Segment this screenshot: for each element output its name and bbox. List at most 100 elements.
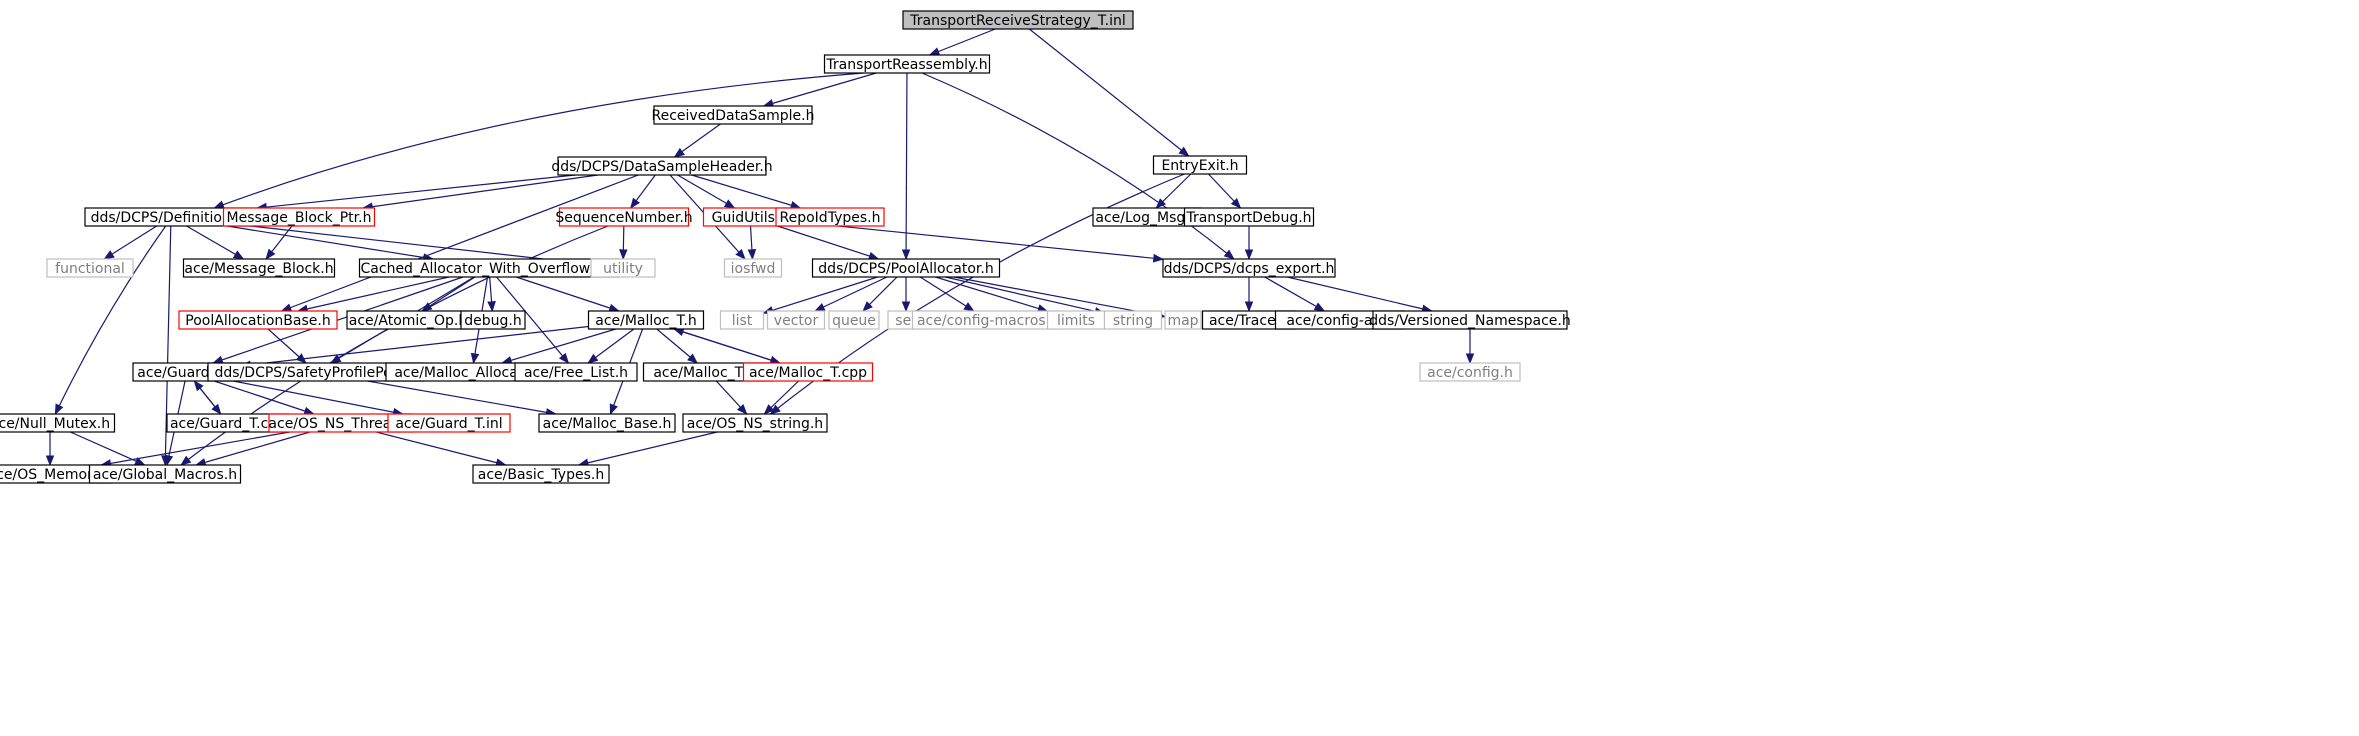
node-ace-atomic-op-h[interactable]: ace/Atomic_Op.h: [346, 310, 470, 330]
node-dds-dcps-safetyprofilepool-h[interactable]: dds/DCPS/SafetyProfilePool.h: [207, 362, 425, 382]
node-debug-h[interactable]: debug.h: [460, 310, 526, 330]
edge-transportreassembly-h-to-dds-dcps-definitions-h: [213, 72, 864, 209]
edge-transportreassembly-h-to-dds-dcps-poolallocator-h: [901, 72, 911, 261]
edge-poolallocationbase-h-to-dds-dcps-safetyprofilepool-h: [267, 328, 307, 364]
node-ace-free-list-h[interactable]: ace/Free_List.h: [514, 362, 638, 382]
edge-transportreceivestrategy-t-inl-to-transportreassembly-h: [928, 28, 996, 56]
edge-ace-malloc-t-h-to-ace-free-list-h: [587, 328, 635, 364]
node-ace-guard-t-inl[interactable]: ace/Guard_T.inl: [387, 413, 511, 433]
node-box: [557, 156, 767, 176]
node-guidutils-h[interactable]: GuidUtils.h: [702, 207, 798, 227]
node-box: [472, 464, 610, 484]
node-ace-malloc-t-cpp[interactable]: ace/Malloc_T.cpp: [742, 362, 874, 382]
node-label: ace/Free_List.h: [524, 365, 628, 381]
node-label: ace/Null_Mutex.h: [0, 416, 110, 432]
edge-cached-allocator-with-overflow-t-h-to-ace-free-list-h: [496, 276, 570, 364]
node-dds-versioned-namespace-h[interactable]: dds/Versioned_Namespace.h: [1369, 310, 1571, 330]
node-box: [682, 413, 828, 433]
edge-ace-malloc-t-h-to-ace-malloc-t-inl: [656, 328, 699, 364]
edge-dds-dcps-poolallocator-h-to-string: [945, 276, 1106, 316]
node-cached-allocator-with-overflow-t-h[interactable]: Cached_Allocator_With_Overflow_T.h: [358, 258, 620, 278]
edge-cached-allocator-with-overflow-t-h-to-ace-malloc-t-h: [515, 276, 620, 313]
node-utility: utility: [590, 258, 656, 278]
node-label: queue: [832, 313, 876, 329]
node-repoidtypes-h[interactable]: RepoIdTypes.h: [775, 207, 885, 227]
node-label: set: [895, 313, 917, 329]
edge-dds-dcps-definitions-h-to-ace-null-mutex-h: [54, 225, 167, 415]
node-dds-dcps-definitions-h[interactable]: dds/DCPS/Definitions.h: [84, 207, 258, 227]
node-ace-malloc-t-h[interactable]: ace/Malloc_T.h: [587, 310, 705, 330]
edge-dds-dcps-datasampleheader-h-to-guidutils-h: [677, 174, 736, 209]
node-label: ace/Guard_T.cpp: [170, 416, 286, 432]
node-dds-dcps-dcps-export-h[interactable]: dds/DCPS/dcps_export.h: [1162, 258, 1336, 278]
node-label: ace/Malloc_T.h: [595, 313, 697, 329]
edge-dds-dcps-datasampleheader-h-to-repoidtypes-h: [691, 174, 802, 210]
node-poolallocationbase-h[interactable]: PoolAllocationBase.h: [178, 310, 338, 330]
edge-layer: [45, 28, 1475, 468]
edge-dds-dcps-definitions-h-to-utility: [250, 225, 593, 268]
edge-entryexit-h-to-transportdebug-h: [1208, 173, 1242, 209]
node-box: [178, 310, 338, 330]
node-vector: vector: [766, 310, 826, 330]
node-box: [1103, 310, 1163, 330]
node-ace-os-ns-thread-h[interactable]: ace/OS_NS_Thread.h: [268, 413, 414, 433]
node-label: map: [1167, 313, 1198, 329]
node-transportreceivestrategy-t-inl[interactable]: TransportReceiveStrategy_T.inl: [902, 10, 1134, 30]
edge-ace-os-ns-string-h-to-ace-basic-types-h: [577, 431, 718, 467]
node-ace-malloc-base-h[interactable]: ace/Malloc_Base.h: [538, 413, 676, 433]
edge-guidutils-h-to-dds-dcps-dcps-export-h: [796, 221, 1165, 263]
node-box: [719, 310, 765, 330]
node-label: TransportReceiveStrategy_T.inl: [909, 13, 1125, 29]
node-label: vector: [774, 313, 819, 329]
edge-dds-dcps-definitions-h-to-functional: [103, 225, 158, 260]
node-ace-trace-h[interactable]: ace/Trace.h: [1201, 310, 1297, 330]
edge-dds-dcps-definitions-h-to-ace-message-block-h: [186, 225, 245, 260]
edge-dds-dcps-poolallocator-h-to-list: [762, 276, 878, 315]
node-label: ace/Malloc_T.inl: [653, 365, 762, 381]
node-label: TransportReassembly.h: [825, 57, 987, 73]
node-label: ace/Malloc_Allocator.h: [394, 365, 549, 381]
node-ace-global-macros-h[interactable]: ace/Global_Macros.h: [88, 464, 242, 484]
node-ace-log-msg-h[interactable]: ace/Log_Msg.h: [1092, 207, 1202, 227]
node-box: [1152, 155, 1248, 175]
node-label: ace/Global_Macros.h: [93, 467, 237, 483]
node-ace-null-mutex-h[interactable]: ace/Null_Mutex.h: [0, 413, 116, 433]
node-label: iosfwd: [731, 261, 776, 277]
node-label: SequenceNumber.h: [555, 210, 692, 226]
edge-dds-dcps-dcps-export-h-to-ace-config-all-h: [1264, 276, 1326, 312]
node-label: string: [1113, 313, 1153, 329]
node-box: [587, 310, 705, 330]
node-message-block-ptr-h[interactable]: Message_Block_Ptr.h: [222, 207, 376, 227]
node-label: dds/DCPS/SafetyProfilePool.h: [215, 365, 418, 381]
node-box: [775, 207, 885, 227]
node-ace-guard-t-cpp[interactable]: ace/Guard_T.cpp: [166, 413, 290, 433]
node-dds-dcps-poolallocator-h[interactable]: dds/DCPS/PoolAllocator.h: [811, 258, 1001, 278]
node-box: [460, 310, 526, 330]
node-ace-os-ns-string-h[interactable]: ace/OS_NS_string.h: [682, 413, 828, 433]
node-iosfwd: iosfwd: [723, 258, 783, 278]
edge-guidutils-h-to-dds-dcps-poolallocator-h: [777, 225, 880, 261]
node-label: dds/DCPS/DataSampleHeader.h: [551, 159, 772, 175]
node-label: functional: [55, 261, 125, 277]
node-label: dds/Versioned_Namespace.h: [1369, 313, 1570, 329]
node-receiveddatasample-h[interactable]: ReceivedDataSample.h: [652, 105, 815, 125]
edge-guidutils-h-to-iosfwd: [747, 225, 757, 261]
node-sequencenumber-h[interactable]: SequenceNumber.h: [555, 207, 693, 227]
node-ace-basic-types-h[interactable]: ace/Basic_Types.h: [472, 464, 610, 484]
node-ace-os-memory-h[interactable]: ace/OS_Memory.h: [0, 464, 112, 484]
node-ace-message-block-h[interactable]: ace/Message_Block.h: [182, 258, 336, 278]
node-box: [387, 413, 511, 433]
node-box: [823, 54, 991, 74]
node-transportdebug-h[interactable]: TransportDebug.h: [1183, 207, 1315, 227]
node-label: ace/Trace.h: [1209, 313, 1289, 329]
node-map: map: [1164, 310, 1202, 330]
node-label: Cached_Allocator_With_Overflow_T.h: [361, 261, 618, 277]
node-dds-dcps-datasampleheader-h[interactable]: dds/DCPS/DataSampleHeader.h: [551, 156, 773, 176]
node-transportreassembly-h[interactable]: TransportReassembly.h: [823, 54, 991, 74]
edge-cached-allocator-with-overflow-t-h-to-poolallocationbase-h: [296, 276, 450, 314]
edge-dds-dcps-poolallocator-h-to-queue: [862, 276, 898, 312]
node-ace-config-macros-h: ace/config-macros.h: [911, 310, 1065, 330]
node-label: debug.h: [464, 313, 521, 329]
node-box: [1419, 362, 1521, 382]
node-entryexit-h[interactable]: EntryExit.h: [1152, 155, 1248, 175]
